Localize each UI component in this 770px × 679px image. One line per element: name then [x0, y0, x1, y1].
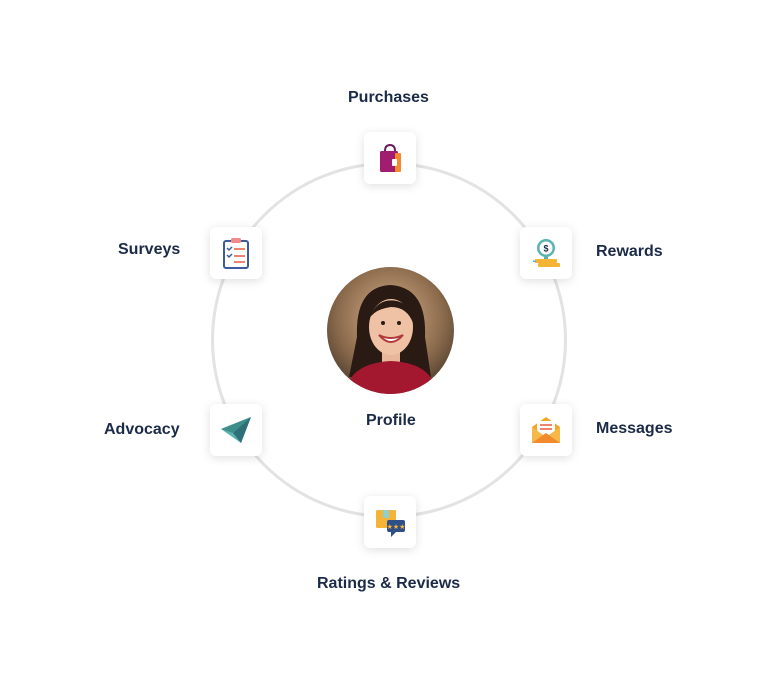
profile-avatar: [327, 267, 454, 394]
advocacy-label: Advocacy: [104, 421, 180, 438]
ratings-reviews-node[interactable]: ★★★: [364, 496, 416, 548]
purchases-node[interactable]: [364, 132, 416, 184]
review-box-icon: ★★★: [376, 510, 406, 537]
shopping-bag-icon: [380, 143, 401, 172]
purchases-label: Purchases: [348, 89, 429, 106]
ratings-reviews-label: Ratings & Reviews: [317, 575, 461, 592]
clipboard-checklist-icon: [223, 238, 249, 269]
surveys-node[interactable]: [210, 227, 262, 279]
svg-text:★★★: ★★★: [387, 523, 406, 531]
advocacy-node[interactable]: [210, 404, 262, 456]
messages-node[interactable]: [520, 404, 572, 456]
svg-text:$: $: [543, 244, 548, 254]
rewards-label: Rewards: [596, 243, 663, 260]
rewards-node[interactable]: $: [520, 227, 572, 279]
surveys-label: Surveys: [118, 241, 181, 258]
coin-stack-icon: $: [533, 239, 560, 267]
messages-label: Messages: [596, 420, 673, 437]
profile-label: Profile: [366, 412, 416, 429]
paper-plane-icon: [221, 417, 251, 443]
open-envelope-icon: [532, 417, 560, 443]
